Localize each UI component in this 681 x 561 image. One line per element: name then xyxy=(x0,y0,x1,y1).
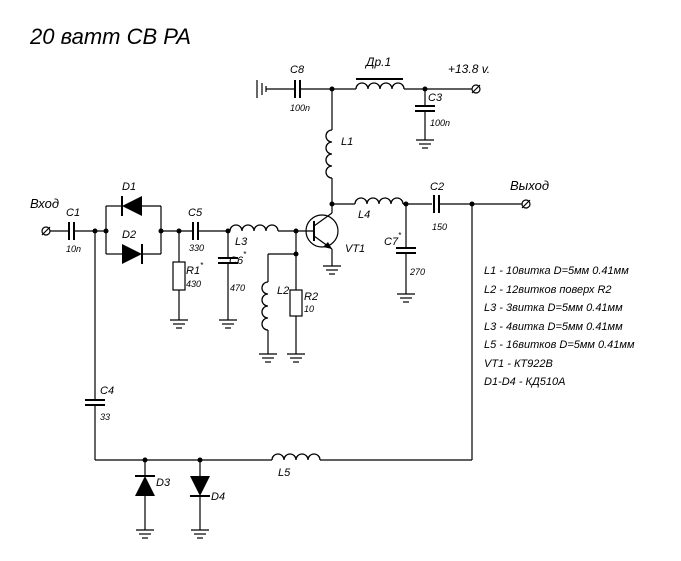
label-c8-value: 100n xyxy=(290,103,310,113)
capacitor-c5 xyxy=(192,222,199,240)
inductor-l3 xyxy=(229,224,279,232)
label-c7-star: * xyxy=(398,231,402,240)
label-c1: C1 xyxy=(66,207,80,219)
inductor-l4 xyxy=(354,197,404,205)
label-c2: C2 xyxy=(430,181,444,193)
label-c6: C6 xyxy=(229,255,244,267)
capacitor-c8 xyxy=(294,80,301,98)
transistor-vt1 xyxy=(296,204,339,262)
label-r1: R1 xyxy=(186,265,200,277)
diode-d2 xyxy=(122,244,143,264)
note-l1: L1 - 10витка D=5мм 0.41мм xyxy=(484,265,629,277)
label-c2-value: 150 xyxy=(432,222,447,232)
label-dr1: Др.1 xyxy=(364,55,391,69)
inductor-l5 xyxy=(271,453,321,461)
capacitor-c7 xyxy=(396,247,416,254)
ground-d4 xyxy=(191,529,209,539)
label-d1: D1 xyxy=(122,181,136,193)
capacitor-c3 xyxy=(415,105,435,112)
diode-d3 xyxy=(135,475,155,496)
label-c4: C4 xyxy=(100,385,114,397)
diagram-title: 20 ватт CB PA xyxy=(30,24,191,49)
label-input: Вход xyxy=(30,196,59,211)
label-l1: L1 xyxy=(341,136,353,148)
ground-c8-left xyxy=(256,80,295,98)
diode-d1 xyxy=(121,196,142,216)
ground-c3 xyxy=(416,139,434,149)
resistor-r1 xyxy=(172,261,186,291)
label-c4-value: 33 xyxy=(100,412,110,422)
label-l4: L4 xyxy=(358,209,370,221)
label-r2: R2 xyxy=(304,291,318,303)
label-c5: C5 xyxy=(188,207,203,219)
label-l2: L2 xyxy=(277,285,289,297)
choke-dr1 xyxy=(355,78,405,90)
label-c8: C8 xyxy=(290,64,305,76)
label-c3: C3 xyxy=(428,92,443,104)
label-c6-value: 470 xyxy=(230,283,245,293)
capacitor-c2 xyxy=(433,195,440,213)
inductor-l2 xyxy=(261,281,269,331)
ground-r2 xyxy=(287,353,305,363)
note-l5: L5 - 16витков D=5мм 0.41мм xyxy=(484,339,635,351)
capacitor-c4 xyxy=(85,399,105,406)
label-r1-value: 430 xyxy=(186,279,201,289)
label-c7: C7 xyxy=(384,236,399,248)
capacitor-c1 xyxy=(68,222,75,240)
note-vt1: VT1 - КТ922В xyxy=(484,357,553,370)
ground-c7 xyxy=(397,293,415,303)
ground-emitter xyxy=(323,262,341,275)
label-l3: L3 xyxy=(235,236,248,248)
component-notes: L1 - 10витка D=5мм 0.41мм L2 - 12витков … xyxy=(484,262,635,392)
label-c5-value: 330 xyxy=(189,243,204,253)
label-d3: D3 xyxy=(156,477,171,489)
input-terminal xyxy=(41,226,51,236)
label-supply: +13.8 v. xyxy=(448,62,490,76)
note-l3-b: L3 - 4витка D=5мм 0.41мм xyxy=(484,320,623,333)
label-c3-value: 100n xyxy=(430,118,450,128)
diode-d4 xyxy=(190,476,210,497)
resistor-r2 xyxy=(289,289,303,317)
ground-r1 xyxy=(170,319,188,329)
ground-d3 xyxy=(136,529,154,539)
label-d2: D2 xyxy=(122,229,136,241)
supply-terminal xyxy=(471,84,481,94)
note-l2: L2 - 12витков поверх R2 xyxy=(484,283,612,296)
note-diodes: D1-D4 - КД510А xyxy=(484,376,566,388)
label-c1-value: 10n xyxy=(66,244,81,254)
ground-l2 xyxy=(259,353,277,363)
label-r2-value: 10 xyxy=(304,304,314,314)
ground-c6 xyxy=(219,319,237,329)
label-d4: D4 xyxy=(211,491,225,503)
label-output: Выход xyxy=(510,178,549,193)
label-c7-value: 270 xyxy=(409,267,425,277)
label-r1-star: * xyxy=(200,261,204,270)
label-c6-star: * xyxy=(243,250,247,259)
note-l3-a: L3 - 3витка D=5мм 0.41мм xyxy=(484,302,623,314)
inductor-l1 xyxy=(325,129,333,179)
label-l5: L5 xyxy=(278,467,291,479)
label-vt1: VT1 xyxy=(345,243,365,255)
output-terminal xyxy=(521,199,531,209)
